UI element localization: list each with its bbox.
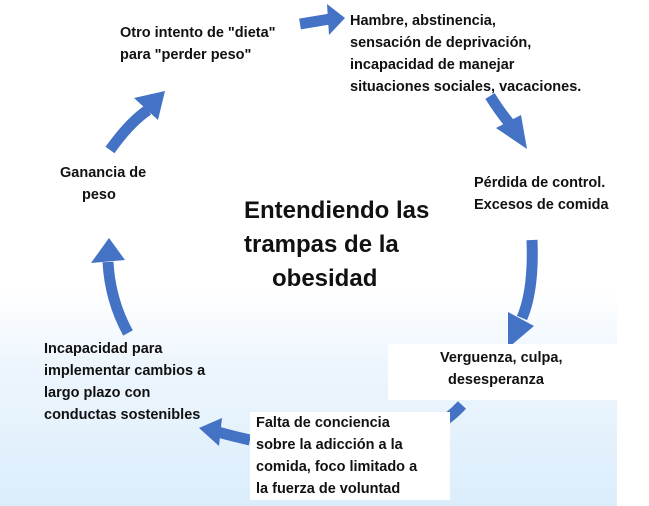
- right-white-panel: [617, 0, 649, 506]
- node-text-line: Falta de conciencia: [256, 415, 390, 431]
- node-hambre-abstinencia: Hambre, abstinencia, sensación de depriv…: [350, 10, 581, 98]
- arrow-incapacidad-to-ganancia-head: [91, 238, 125, 263]
- node-incapacidad-para-implementar: Incapacidad para implementar cambios a l…: [44, 338, 205, 426]
- node-text-line: la fuerza de voluntad: [256, 481, 401, 497]
- node-text-line: comida, foco limitado a: [256, 459, 418, 475]
- arrow-incapacidad-to-ganancia: [102, 261, 133, 336]
- title-line-3: obesidad: [272, 265, 378, 292]
- title-line-2: trampas de la: [244, 231, 399, 258]
- arrow-dieta-to-hambre-head: [327, 4, 345, 35]
- arrow-hambre-to-perdida: [485, 93, 515, 128]
- arrow-perdida-to-verguenza: [516, 239, 538, 321]
- node-text-line: sensación de deprivación,: [350, 35, 532, 51]
- arrow-perdida-to-verguenza-head: [508, 312, 534, 348]
- node-falta-de-conciencia: Falta de conciencia sobre la adicción a …: [250, 412, 450, 500]
- node-otro-intento-dieta: Otro intento de "dieta" para "perder pes…: [120, 22, 276, 66]
- node-text-line: Hambre, abstinencia,: [350, 13, 496, 29]
- node-text-line: Incapacidad para: [44, 341, 163, 357]
- node-text-line: implementar cambios a: [44, 363, 206, 379]
- node-text-line: Otro intento de "dieta": [120, 25, 276, 41]
- node-text-line: Pérdida de control.: [474, 175, 606, 191]
- node-text-line: para "perder peso": [120, 47, 252, 63]
- node-text-line: Excesos de comida: [474, 197, 609, 213]
- node-text-line: desesperanza: [448, 372, 544, 388]
- node-verguenza-culpa: Verguenza, culpa, desesperanza: [388, 344, 617, 400]
- node-text-line: largo plazo con: [44, 385, 151, 401]
- node-perdida-de-control: Pérdida de control. Excesos de comida: [474, 172, 609, 216]
- node-text-line: situaciones sociales, vacaciones.: [350, 79, 582, 95]
- node-text-line: peso: [82, 187, 116, 203]
- node-text-line: sobre la adicción a la: [256, 437, 403, 453]
- arrow-dieta-to-hambre: [299, 13, 331, 30]
- title-line-1: Entendiendo las: [244, 197, 430, 224]
- arrow-hambre-to-perdida-head: [496, 115, 527, 149]
- node-text-line: Verguenza, culpa,: [440, 350, 563, 366]
- arrow-ganancia-to-dieta-head: [134, 91, 165, 120]
- arrow-falta-to-incapacidad-head: [199, 418, 222, 446]
- node-text-line: incapacidad de manejar: [350, 57, 515, 73]
- node-text-line: conductas sostenibles: [44, 407, 201, 423]
- node-ganancia-de-peso: Ganancia de peso: [60, 162, 146, 206]
- arrow-falta-to-incapacidad: [216, 426, 252, 446]
- node-text-line: Ganancia de: [60, 165, 147, 181]
- arrow-ganancia-to-dieta: [105, 105, 152, 154]
- diagram-title: Entendiendo las trampas de la obesidad: [244, 194, 429, 296]
